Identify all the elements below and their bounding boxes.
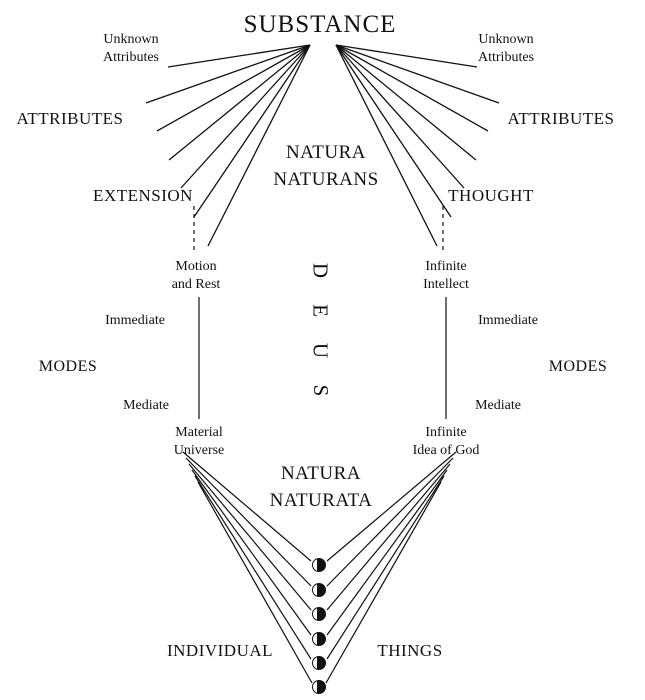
things-label: THINGS xyxy=(377,641,443,660)
deus-text: D E U S xyxy=(308,258,332,403)
immediate-left-label: Immediate xyxy=(105,313,165,328)
natura-naturans-title: NATURA NATURANS xyxy=(273,142,379,190)
unknown-attributes-left: Unknown Attributes xyxy=(103,32,159,66)
immediate-right-label: Immediate xyxy=(478,313,538,328)
deus-letter: D xyxy=(308,262,333,279)
modes-left-label: MODES xyxy=(38,358,98,375)
deus-letter: E xyxy=(308,304,333,317)
individual-thing-marker xyxy=(312,583,326,597)
deus-letter: S xyxy=(308,384,333,397)
infinite-idea-of-god-label: Infinite Idea of God xyxy=(412,425,480,459)
mode-connectors xyxy=(198,297,447,419)
modes-right-label: MODES xyxy=(548,358,608,375)
individual-label: INDIVIDUAL xyxy=(166,641,274,660)
thought-label: THOUGHT xyxy=(448,186,534,205)
fan-things-left xyxy=(182,451,313,684)
attributes-left: ATTRIBUTES xyxy=(16,109,124,128)
extension-label: EXTENSION xyxy=(93,186,193,205)
fan-substance-right xyxy=(335,44,500,247)
deus-letter: U xyxy=(308,342,333,359)
material-universe-label: Material Universe xyxy=(173,425,225,459)
dashed-connectors xyxy=(193,206,444,254)
individual-thing-marker xyxy=(312,558,326,572)
mediate-left-label: Mediate xyxy=(123,398,169,413)
motion-and-rest-label: Motion and Rest xyxy=(171,259,221,293)
individual-thing-marker xyxy=(312,656,326,670)
fan-things-right xyxy=(325,451,457,684)
individual-thing-marker xyxy=(312,680,326,694)
fan-substance-left xyxy=(145,44,311,247)
unknown-attributes-right: Unknown Attributes xyxy=(478,32,534,66)
individual-thing-marker xyxy=(312,607,326,621)
natura-naturata-title: NATURA NATURATA xyxy=(269,463,373,511)
substance-title: SUBSTANCE xyxy=(243,11,397,38)
attributes-right: ATTRIBUTES xyxy=(507,109,615,128)
infinite-intellect-label: Infinite Intellect xyxy=(423,259,469,293)
individual-thing-marker xyxy=(312,632,326,646)
mediate-right-label: Mediate xyxy=(475,398,521,413)
